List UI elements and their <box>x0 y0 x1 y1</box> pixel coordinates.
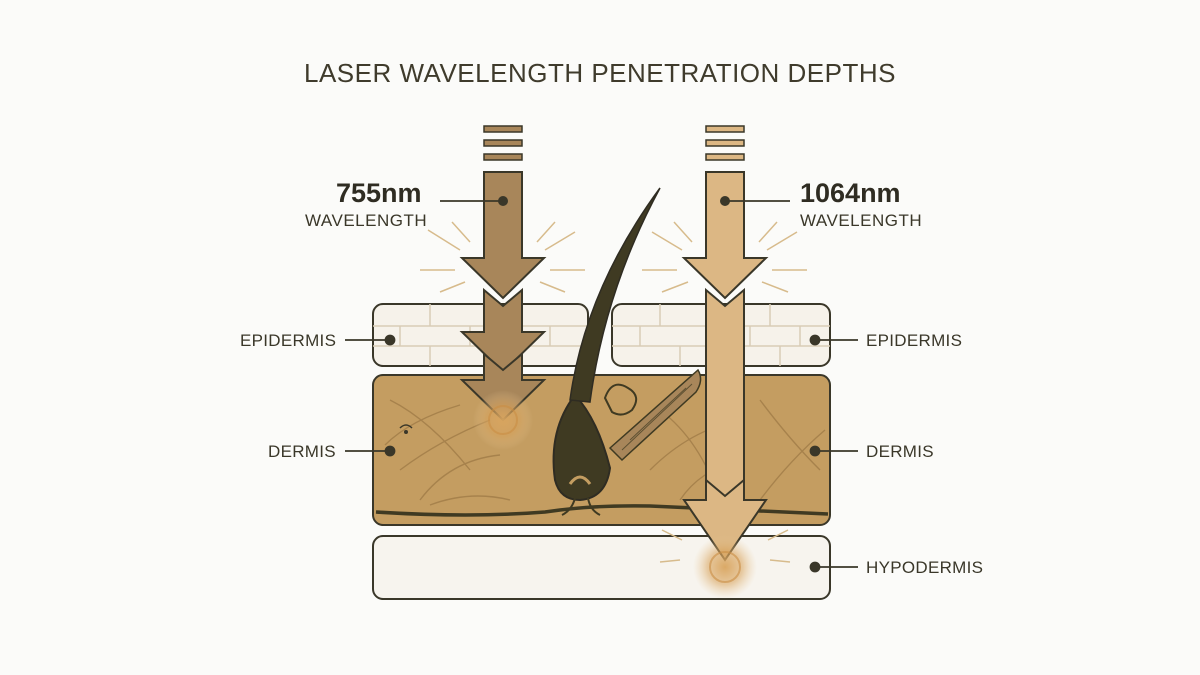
leader-lines <box>345 200 858 573</box>
label-dermis-right: DERMIS <box>866 442 934 461</box>
laser-1064-arrow <box>642 125 807 599</box>
hypodermis-layer <box>372 535 831 600</box>
wavelength-755-value: 755nm <box>336 178 422 208</box>
hair-follicle-icon <box>552 187 702 516</box>
laser-755-arrow <box>420 125 585 450</box>
wavelength-1064-label: WAVELENGTH <box>800 211 923 230</box>
absorption-glow-icon <box>473 390 533 450</box>
label-hypodermis: HYPODERMIS <box>866 558 984 577</box>
label-dermis-left: DERMIS <box>268 442 336 461</box>
wavelength-755-label: WAVELENGTH <box>305 211 428 230</box>
diagram-title: LASER WAVELENGTH PENETRATION DEPTHS <box>303 58 896 88</box>
wavelength-1064-value: 1064nm <box>800 178 901 208</box>
label-epidermis-right: EPIDERMIS <box>866 331 963 350</box>
label-epidermis-left: EPIDERMIS <box>240 331 337 350</box>
absorption-glow-icon <box>693 535 757 599</box>
